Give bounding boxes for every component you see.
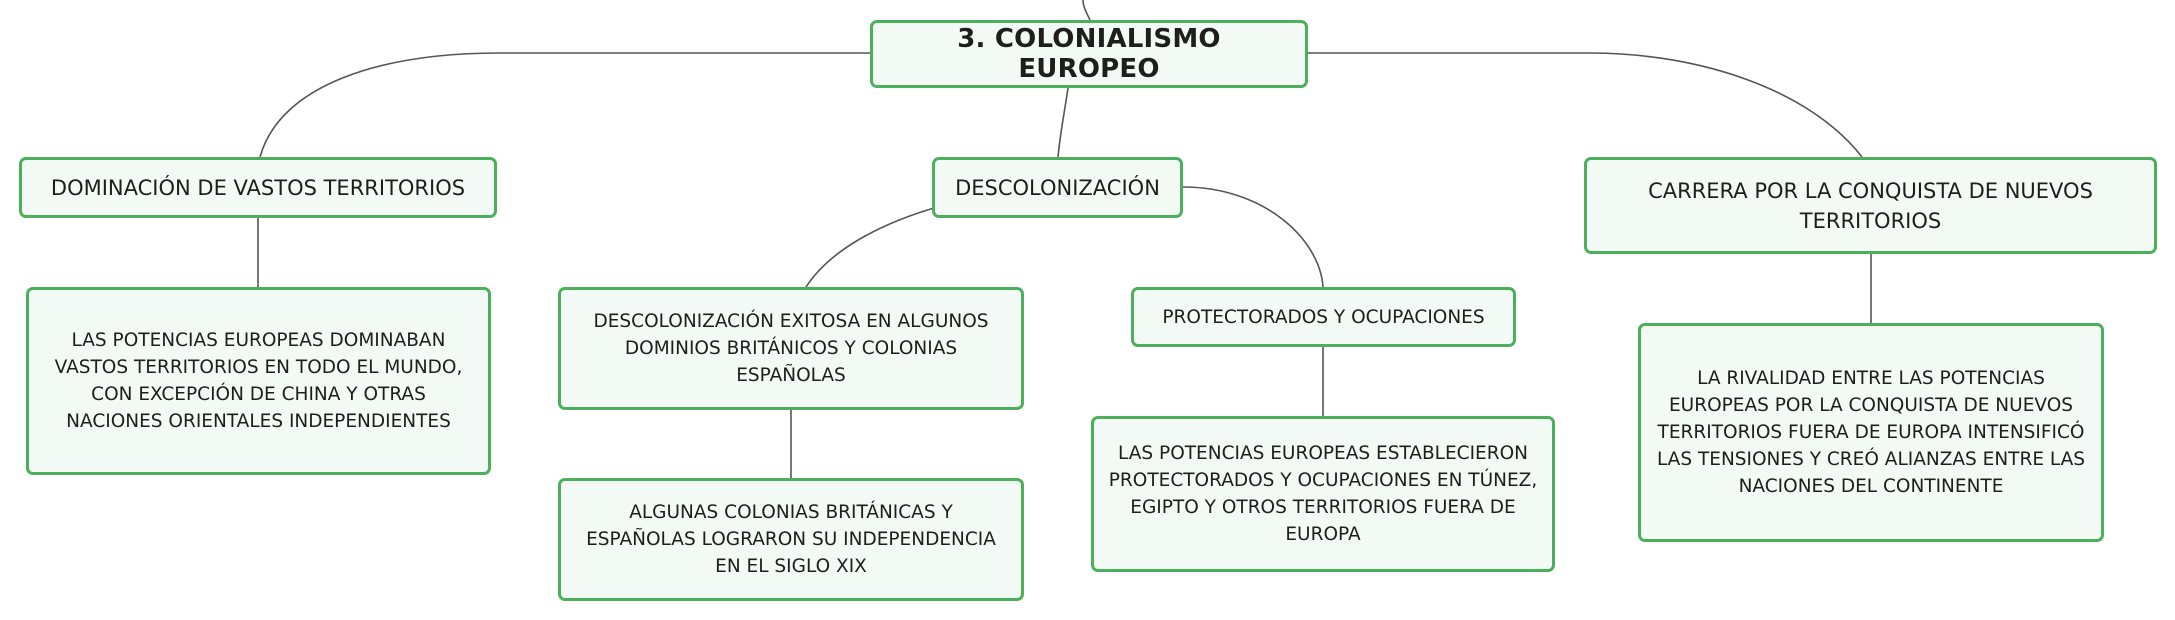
subbranch-node-protectorados[interactable]: PROTECTORADOS Y OCUPACIONES <box>1131 287 1516 347</box>
leaf-node-protectorados[interactable]: LAS POTENCIAS EUROPEAS ESTABLECIERON PRO… <box>1091 416 1555 572</box>
leaf-node-label: LAS POTENCIAS EUROPEAS DOMINABAN VASTOS … <box>54 330 463 432</box>
subbranch-node-label: PROTECTORADOS Y OCUPACIONES <box>1162 306 1485 328</box>
root-node[interactable]: 3. COLONIALISMO EUROPEO <box>870 20 1308 88</box>
root-node-label: 3. COLONIALISMO EUROPEO <box>957 24 1221 84</box>
subbranch-node-exitosa[interactable]: DESCOLONIZACIÓN EXITOSA EN ALGUNOS DOMIN… <box>558 287 1024 410</box>
branch-node-carrera[interactable]: CARRERA POR LA CONQUISTA DE NUEVOS TERRI… <box>1584 157 2157 254</box>
branch-node-label: CARRERA POR LA CONQUISTA DE NUEVOS TERRI… <box>1648 178 2093 233</box>
leaf-node-carrera[interactable]: LA RIVALIDAD ENTRE LAS POTENCIAS EUROPEA… <box>1638 323 2104 542</box>
connector-descolonizacion-protectorados <box>1182 186 1324 288</box>
branch-node-label: DESCOLONIZACIÓN <box>955 175 1160 200</box>
leaf-node-dominacion[interactable]: LAS POTENCIAS EUROPEAS DOMINABAN VASTOS … <box>26 287 491 475</box>
branch-node-descolonizacion[interactable]: DESCOLONIZACIÓN <box>932 157 1183 218</box>
connector-descolonizacion-exitosa <box>805 207 935 288</box>
connector-root-carrera <box>1306 52 1863 158</box>
subbranch-node-label: DESCOLONIZACIÓN EXITOSA EN ALGUNOS DOMIN… <box>593 311 989 386</box>
leaf-node-label: LA RIVALIDAD ENTRE LAS POTENCIAS EUROPEA… <box>1656 368 2086 497</box>
connector-parent-root <box>1082 0 1091 21</box>
leaf-node-exitosa[interactable]: ALGUNAS COLONIAS BRITÁNICAS Y ESPAÑOLAS … <box>558 478 1024 601</box>
leaf-node-label: ALGUNAS COLONIAS BRITÁNICAS Y ESPAÑOLAS … <box>586 502 996 577</box>
connector-root-dominacion <box>259 52 870 158</box>
branch-node-dominacion[interactable]: DOMINACIÓN DE VASTOS TERRITORIOS <box>19 157 497 218</box>
branch-node-label: DOMINACIÓN DE VASTOS TERRITORIOS <box>50 175 466 200</box>
leaf-node-label: LAS POTENCIAS EUROPEAS ESTABLECIERON PRO… <box>1108 443 1538 545</box>
connector-root-descolonizacion <box>1057 87 1069 158</box>
